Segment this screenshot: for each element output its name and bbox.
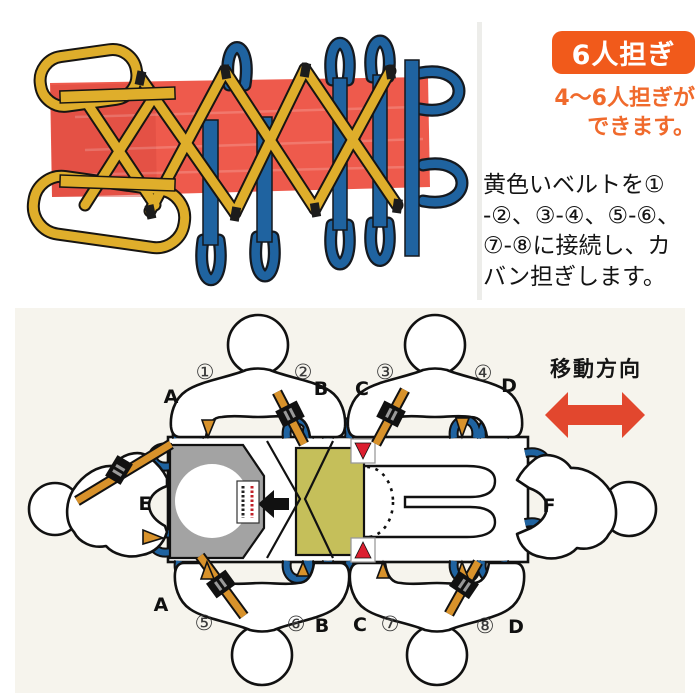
instruction-line-3: ⑦-⑧に接続し、カ — [483, 233, 671, 259]
position-number-labels: ① ② ③ ④ ⑤ ⑥ ⑦ ⑧ — [195, 360, 495, 638]
caption-line-2: できます。 — [587, 115, 695, 140]
belt-point-a-top: A — [164, 386, 179, 408]
direction-label: 移動方向 — [550, 357, 642, 381]
sheet-fold-lines — [266, 440, 334, 559]
caption-line-1: 4～6人担ぎが — [554, 86, 695, 111]
belt-point-e-left: E — [139, 493, 152, 515]
belt-point-d-top: D — [501, 375, 517, 397]
direction-double-arrow-icon — [545, 392, 645, 438]
belt-point-c-top: C — [355, 378, 369, 400]
carriers — [27, 313, 658, 687]
blue-straps — [195, 34, 469, 287]
stretcher-photo-illustration — [26, 34, 469, 287]
marker-triangle-down — [354, 442, 372, 460]
position-6: ⑥ — [287, 612, 306, 636]
position-5: ⑤ — [195, 611, 214, 635]
head-end-arrow-icon — [258, 490, 289, 518]
diagram-svg: 移動方向 — [15, 308, 685, 693]
instruction-line-2: -②、③-④、⑤-⑥、 — [483, 202, 680, 229]
shoulder-straps — [74, 387, 483, 620]
head-end-caution-tag — [236, 480, 260, 524]
belt-point-b-top: B — [314, 378, 328, 400]
strap-clips — [134, 62, 403, 222]
position-8: ⑧ — [476, 614, 495, 638]
position-1: ① — [196, 360, 215, 384]
position-4: ④ — [474, 361, 493, 385]
position-2: ② — [294, 360, 313, 384]
yellow-straps — [26, 43, 404, 255]
carry-capacity-caption: 4～6人担ぎが できます。 — [520, 84, 695, 142]
product-photo — [15, 25, 480, 300]
carry-position-diagram: 移動方向 — [15, 308, 685, 693]
marker-triangle-up — [354, 541, 372, 559]
instruction-line-4: バン担ぎします。 — [483, 263, 666, 290]
scan-shadow-divider — [477, 22, 482, 300]
belt-point-d-bottom: D — [508, 616, 524, 638]
belt-point-b-bottom: B — [315, 615, 329, 637]
six-person-carry-badge: 6人担ぎ — [552, 31, 695, 74]
stretcher-interior — [168, 438, 497, 563]
position-7: ⑦ — [381, 612, 400, 636]
belt-point-c-bottom: C — [353, 614, 367, 636]
belt-point-f-right: F — [543, 495, 556, 517]
belt-point-a-bottom: A — [154, 594, 169, 616]
yellow-cross-bands — [59, 86, 176, 192]
instruction-line-1: 黄色いベルトを① — [483, 172, 665, 198]
belt-instruction-text: 黄色いベルトを① -②、③-④、⑤-⑥、 ⑦-⑧に接続し、カ バン担ぎします。 — [483, 170, 699, 292]
carrier-right-end — [515, 453, 658, 560]
head-hole — [175, 464, 249, 538]
belt-point-labels: A B C D A B C D E F — [139, 375, 556, 638]
alignment-markers — [350, 438, 376, 563]
carrier-left-end — [27, 451, 169, 558]
position-3: ③ — [376, 360, 395, 384]
strap-buckles — [105, 400, 479, 600]
